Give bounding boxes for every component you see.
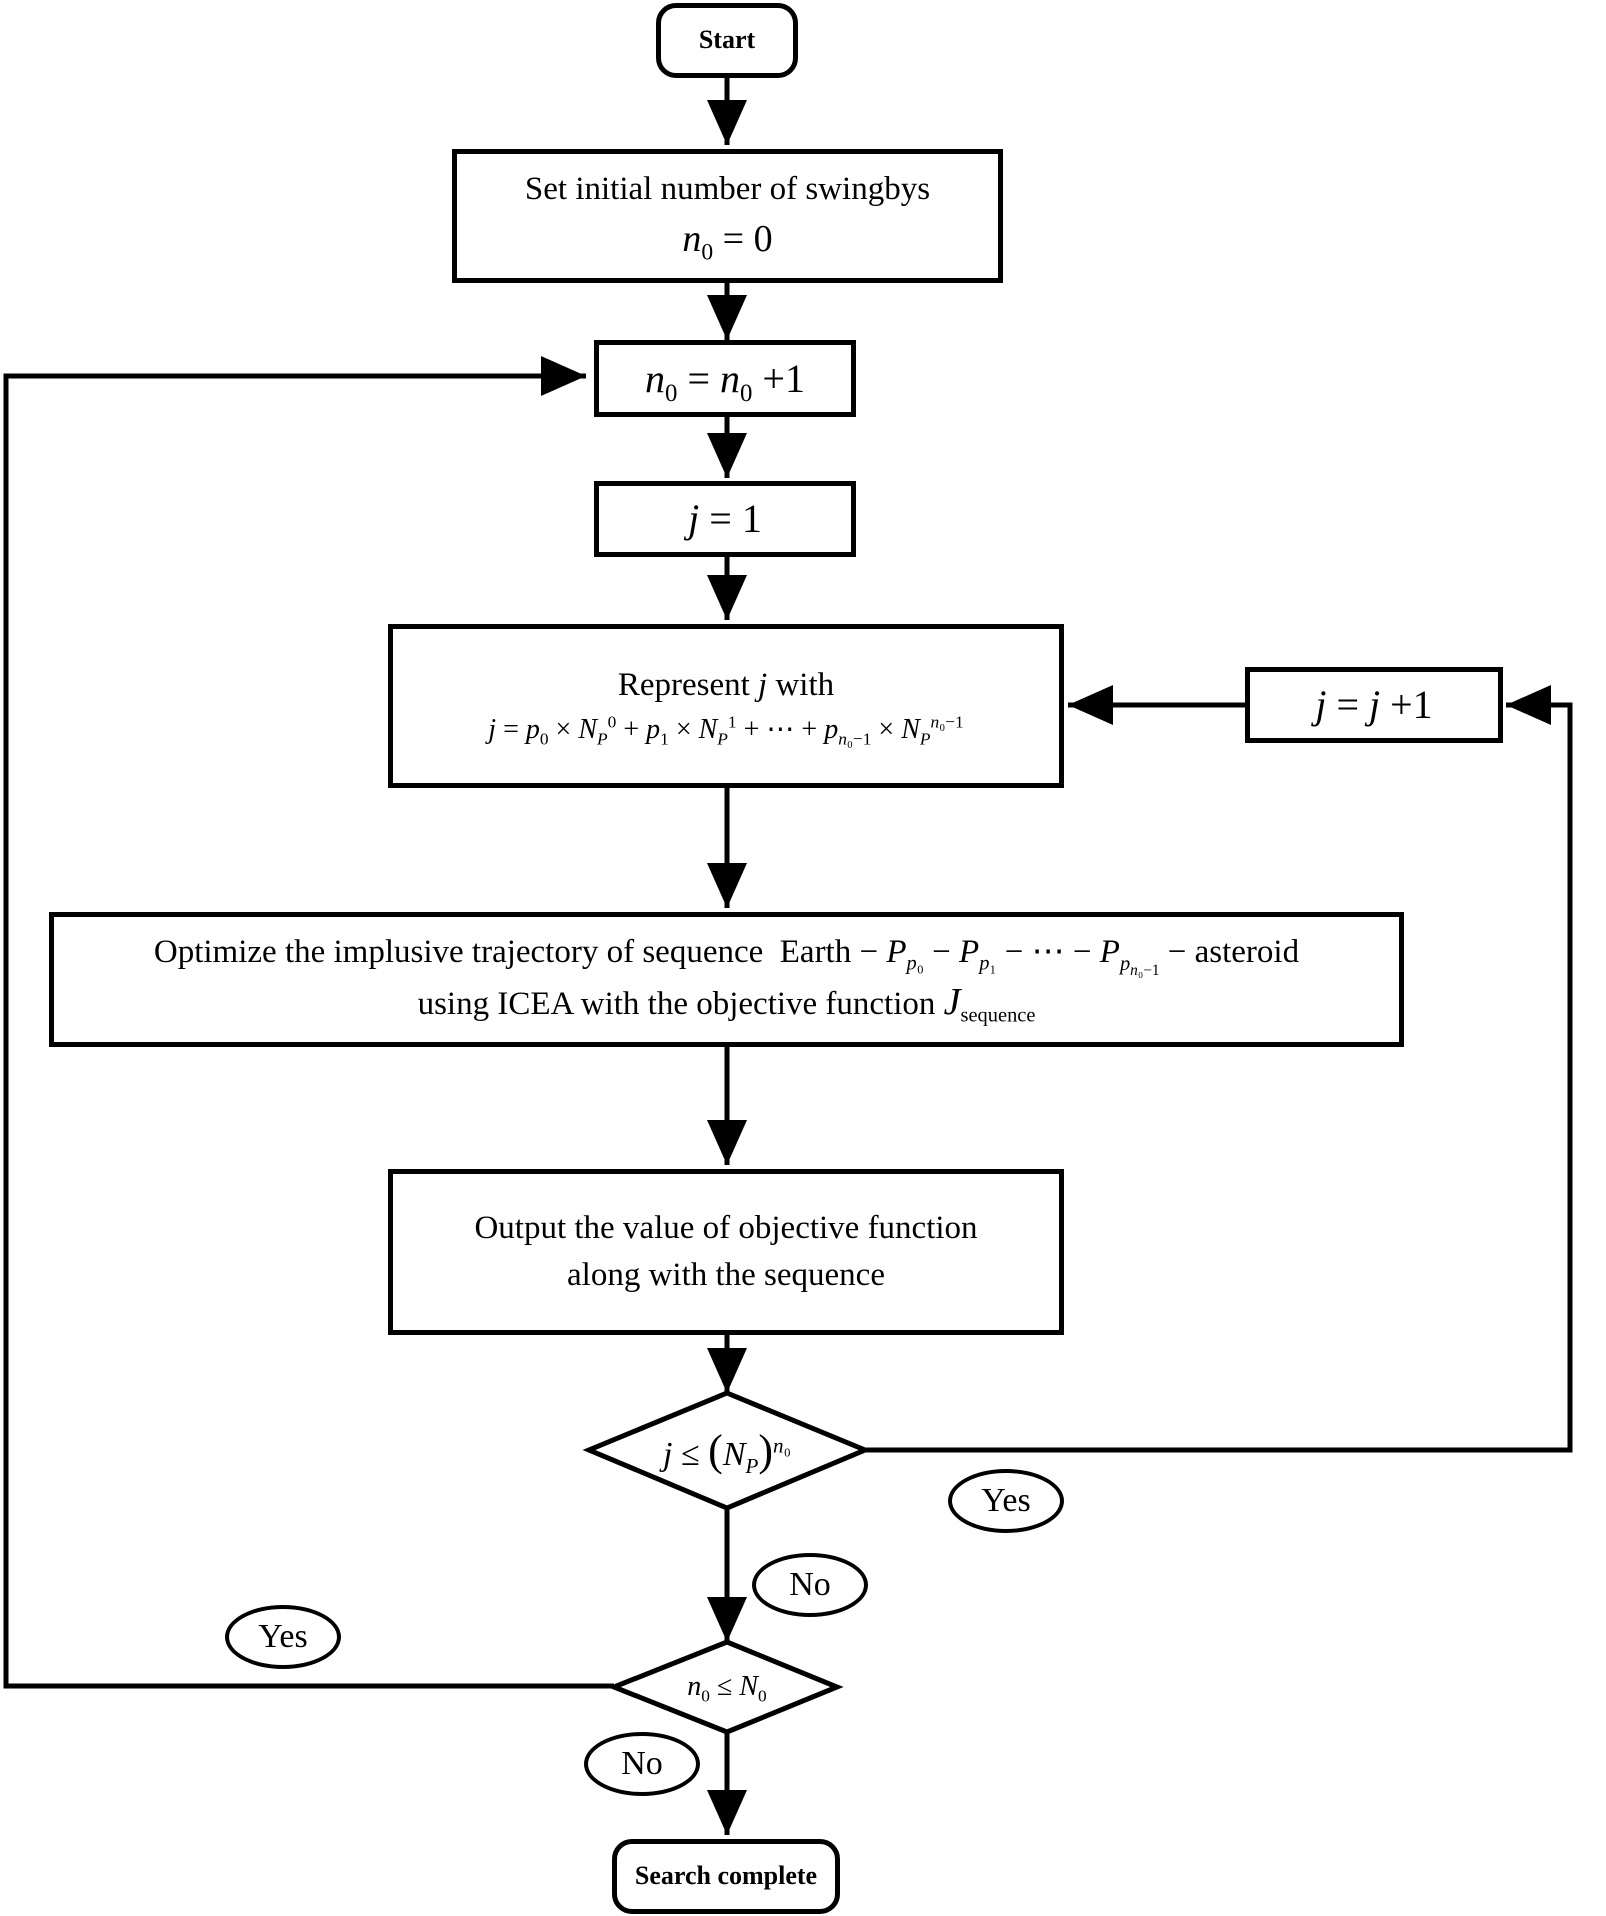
start-terminal: Start <box>656 3 798 78</box>
represent-j-label: Represent j with <box>617 666 835 703</box>
decision-n0-diamond <box>607 1639 844 1735</box>
increment-j-formula: j = j +1 <box>1315 682 1433 727</box>
represent-j-box: Represent j with j = p0 × NP0 + p1 × NP1… <box>388 624 1064 788</box>
yes-inner-label: Yes <box>948 1469 1064 1533</box>
decision-n0-label: n0 ≤ N0 <box>687 1671 767 1706</box>
loop-yes-inner <box>865 702 1573 1453</box>
set-initial-label: Set initial number of swingbys <box>524 170 931 207</box>
j-init-box: j = 1 <box>594 481 856 557</box>
optimize-line-1: Optimize the implusive trajectory of seq… <box>153 934 1300 979</box>
optimize-box: Optimize the implusive trajectory of seq… <box>49 912 1404 1047</box>
end-terminal: Search complete <box>612 1839 840 1914</box>
set-initial-box: Set initial number of swingbys n0 = 0 <box>452 149 1003 283</box>
increment-n0-box: n0 = n0 +1 <box>594 340 856 417</box>
represent-j-formula: j = p0 × NP0 + p1 × NP1 + ⋯ + pn₀−1 × NP… <box>488 712 964 749</box>
no-outer-label: No <box>584 1732 700 1796</box>
yes-outer-label: Yes <box>225 1605 341 1669</box>
n0-init-formula: n0 = 0 <box>682 217 773 266</box>
optimize-line-2: using ICEA with the objective function J… <box>417 981 1036 1027</box>
loop-yes-outer <box>3 356 614 1689</box>
increment-j-box: j = j +1 <box>1245 667 1503 743</box>
start-label: Start <box>698 25 756 55</box>
increment-n0-formula: n0 = n0 +1 <box>645 355 805 407</box>
output-box: Output the value of objective function a… <box>388 1169 1064 1335</box>
end-label: Search complete <box>634 1861 818 1891</box>
output-line-1: Output the value of objective function <box>474 1209 978 1246</box>
no-inner-label: No <box>752 1553 868 1617</box>
decision-j-diamond <box>582 1390 872 1511</box>
decision-j-label: j ≤ (NP)n₀ <box>663 1425 791 1478</box>
j-init-formula: j = 1 <box>688 496 762 541</box>
output-line-2: along with the sequence <box>567 1257 885 1293</box>
